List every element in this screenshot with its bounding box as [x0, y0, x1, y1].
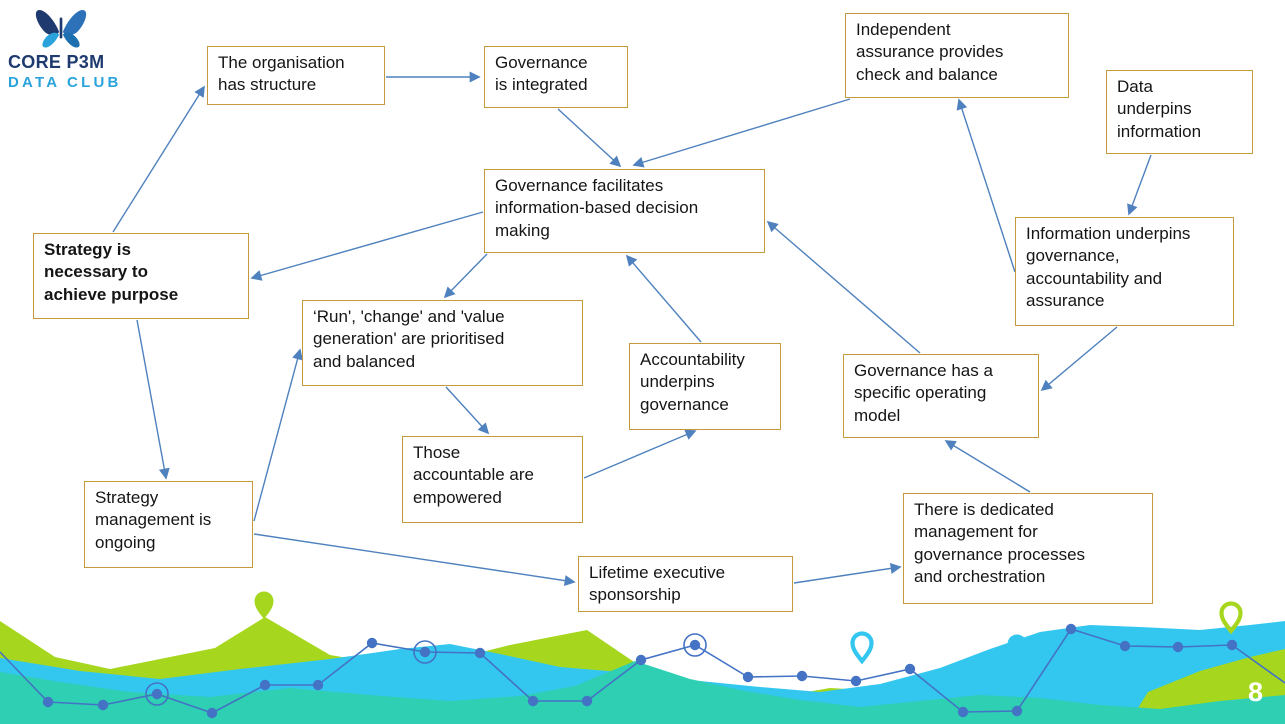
- arrow-lifetime-sponsorship-to-dedicated-mgmt: [793, 562, 902, 584]
- footer-data-point: [850, 675, 862, 687]
- footer-data-point: [689, 639, 701, 651]
- node-strategy-mgmt: Strategy management is ongoing: [84, 481, 253, 568]
- node-strategy-necessary: Strategy is necessary to achieve purpose: [33, 233, 249, 319]
- footer-data-point: [527, 695, 539, 707]
- footer-data-point: [796, 670, 808, 682]
- footer-data-point: [1119, 640, 1131, 652]
- footer-data-point: [42, 696, 54, 708]
- footer-highlight-ring: [683, 633, 707, 657]
- node-information-underpins: Information underpins governance, accoun…: [1015, 217, 1234, 326]
- arrow-gov-facilitates-to-run-change: [443, 253, 488, 299]
- arrow-data-underpins-to-information-underpins: [1127, 154, 1152, 216]
- arrow-strategy-necessary-to-strategy-mgmt: [136, 319, 170, 480]
- arrow-accountability-to-gov-facilitates: [625, 254, 702, 343]
- footer-data-point: [97, 699, 109, 711]
- footer-highlight-ring: [145, 682, 169, 706]
- green-pin-icon: [1219, 601, 1243, 635]
- node-data-underpins: Data underpins information: [1106, 70, 1253, 154]
- footer-data-point: [1065, 623, 1077, 635]
- node-operating-model: Governance has a specific operating mode…: [843, 354, 1039, 438]
- footer-data-point: [366, 637, 378, 649]
- arrow-strategy-mgmt-to-run-change: [253, 348, 303, 522]
- footer-data-point: [635, 654, 647, 666]
- footer-highlight-ring: [413, 640, 437, 664]
- node-those-accountable: Those accountable are empowered: [402, 436, 583, 523]
- page-number: 8: [1248, 677, 1264, 707]
- arrow-information-underpins-to-operating-model: [1040, 326, 1118, 392]
- arrow-run-change-to-those-accountable: [445, 386, 490, 435]
- node-accountability: Accountability underpins governance: [629, 343, 781, 430]
- arrow-information-underpins-to-independent-assurance: [956, 98, 1016, 273]
- footer-data-point: [474, 647, 486, 659]
- arrow-gov-facilitates-to-strategy-necessary: [250, 211, 484, 281]
- footer-data-point: [312, 679, 324, 691]
- footer-data-point: [957, 706, 969, 718]
- node-gov-integrated: Governance is integrated: [484, 46, 628, 108]
- node-gov-facilitates: Governance facilitates information-based…: [484, 169, 765, 253]
- footer-data-point: [1226, 639, 1238, 651]
- node-independent-assurance: Independent assurance provides check and…: [845, 13, 1069, 98]
- node-run-change: ‘Run', 'change' and 'value generation' a…: [302, 300, 583, 386]
- node-lifetime-sponsorship: Lifetime executive sponsorship: [578, 556, 793, 612]
- butterfly-icon: [35, 9, 87, 48]
- cyan-pin-icon: [1007, 634, 1027, 662]
- footer-data-point: [1011, 705, 1023, 717]
- arrow-gov-integrated-to-gov-facilitates: [557, 108, 622, 168]
- arrow-independent-assurance-to-gov-facilitates: [632, 98, 851, 168]
- arrow-operating-model-to-gov-facilitates: [766, 220, 921, 354]
- logo-line1: CORE P3M: [8, 52, 105, 72]
- node-org-structure: The organisation has structure: [207, 46, 385, 105]
- arrow-strategy-necessary-to-org-structure: [112, 85, 205, 233]
- logo-line2: DATA CLUB: [8, 74, 122, 91]
- footer-data-point: [206, 707, 218, 719]
- cyan-pin-icon: [850, 631, 874, 665]
- node-dedicated-mgmt: There is dedicated management for govern…: [903, 493, 1153, 604]
- core-p3m-logo: CORE P3M DATA CLUB: [8, 6, 138, 91]
- footer-data-point: [259, 679, 271, 691]
- footer-data-point: [151, 688, 163, 700]
- footer-data-point: [1172, 641, 1184, 653]
- footer-data-point: [419, 646, 431, 658]
- arrow-strategy-mgmt-to-lifetime-sponsorship: [253, 533, 576, 587]
- footer-data-point: [742, 671, 754, 683]
- footer-data-point: [581, 695, 593, 707]
- arrow-dedicated-mgmt-to-operating-model: [944, 440, 1031, 493]
- arrow-those-accountable-to-accountability: [583, 429, 697, 479]
- footer-data-point: [904, 663, 916, 675]
- green-pin-icon: [254, 591, 274, 619]
